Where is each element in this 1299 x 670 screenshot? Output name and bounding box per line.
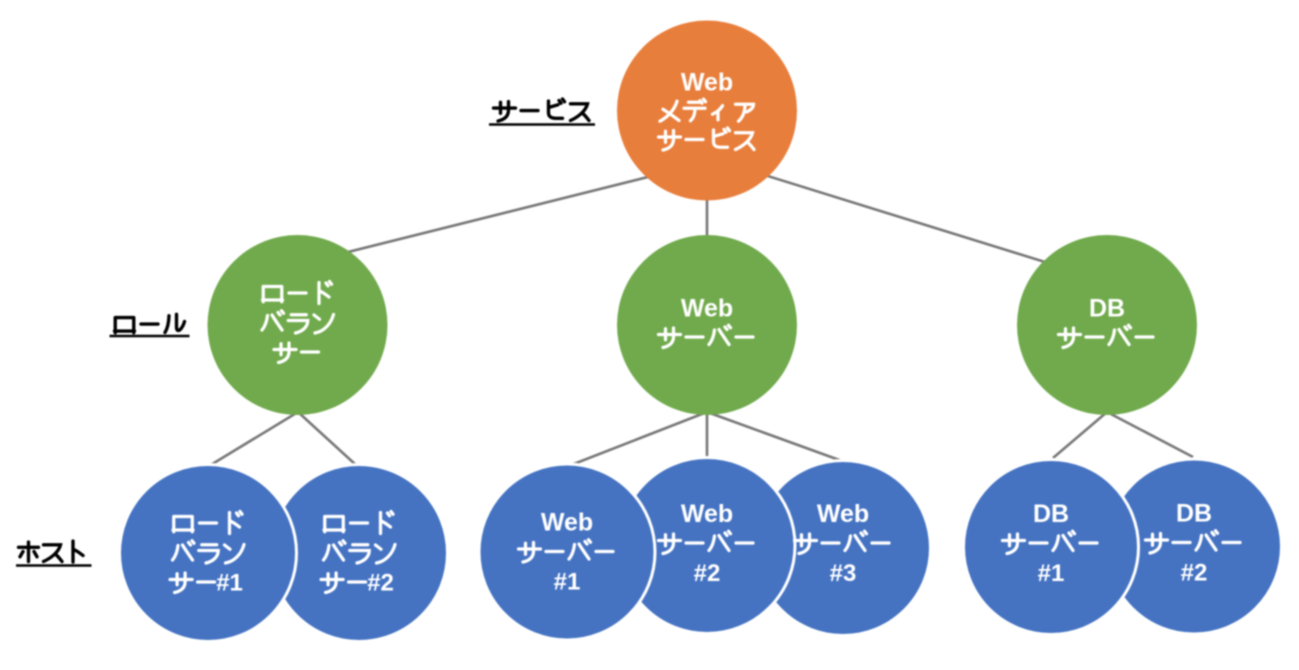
svg-text:DB: DB [1033,500,1069,528]
svg-text:#2: #2 [694,560,721,587]
svg-text:#2: #2 [367,569,394,596]
svg-text:Web: Web [681,500,733,528]
svg-text:#3: #3 [830,560,857,587]
svg-text:Web: Web [817,500,869,528]
svg-text:DB: DB [1176,499,1212,527]
svg-text:DB: DB [1089,294,1125,322]
svg-text:Web: Web [541,508,593,536]
svg-text:#2: #2 [1181,559,1208,586]
svg-text:Web: Web [681,68,733,96]
svg-text:#1: #1 [216,569,243,596]
svg-text:#1: #1 [1038,560,1065,587]
svg-text:#1: #1 [554,568,581,595]
svg-text:Web: Web [681,294,733,322]
